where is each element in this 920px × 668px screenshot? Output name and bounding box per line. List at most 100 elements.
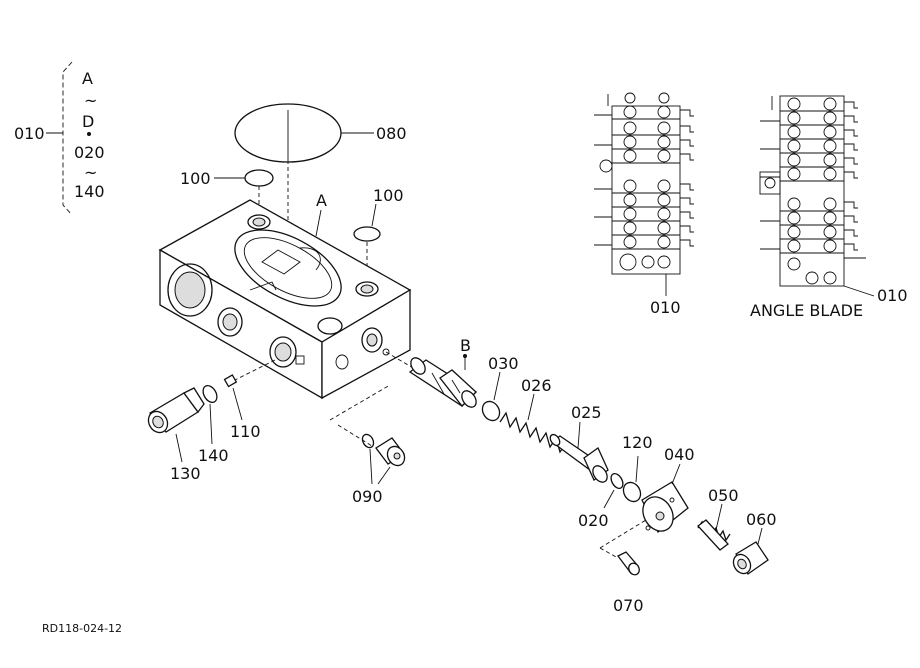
leader-010-right <box>843 285 875 297</box>
label-marker-b: B <box>460 336 471 355</box>
stack-a-port <box>619 253 637 271</box>
oring-140 <box>202 384 218 445</box>
stack-b-fitting <box>844 243 858 251</box>
valve-body <box>158 199 412 400</box>
stack-a-port <box>641 255 655 269</box>
stack-a-port <box>657 179 671 193</box>
stack-a-port <box>623 121 637 135</box>
stack-a-port <box>623 149 637 163</box>
range-dot <box>87 132 91 136</box>
stack-b-port <box>823 111 837 125</box>
stack-a-fitting <box>680 211 694 219</box>
stack-a-port <box>623 235 637 249</box>
stack-a-port <box>657 135 671 149</box>
label-025: 025 <box>571 403 602 422</box>
label-angle-blade: ANGLE BLADE <box>750 301 863 320</box>
stack-a-fitting <box>680 139 694 147</box>
stack-a-port <box>623 179 637 193</box>
plug-130 <box>147 387 205 463</box>
range-bracket <box>46 61 73 216</box>
stack-b-port <box>823 197 837 211</box>
stack-b-port <box>787 97 801 111</box>
label-marker-a: A <box>316 191 327 210</box>
stack-a-port <box>657 221 671 235</box>
stack-a-port <box>657 149 671 163</box>
label-130: 130 <box>170 464 201 483</box>
stack-b-side-port <box>764 177 776 189</box>
stack-b-port <box>823 225 837 239</box>
stack-a-port <box>657 105 671 119</box>
stack-b-side-block <box>759 171 781 195</box>
label-040: 040 <box>664 445 695 464</box>
nut-060 <box>732 527 769 575</box>
drawing-code: RD118-024-12 <box>42 622 122 635</box>
label-range-140: 140 <box>74 182 105 201</box>
screw-050 <box>697 503 731 551</box>
stack-b-fitting <box>844 171 858 179</box>
label-060: 060 <box>746 510 777 529</box>
stack-a-port <box>657 121 671 135</box>
stack-a-fitting <box>680 239 694 247</box>
valve-stack-schematic <box>594 92 694 275</box>
label-090: 090 <box>352 487 383 506</box>
stack-a-port <box>623 135 637 149</box>
stack-a-fitting <box>680 225 694 233</box>
stack-a-fitting <box>680 183 694 191</box>
stack-a-port <box>623 105 637 119</box>
label-050: 050 <box>708 486 739 505</box>
stack-a-port <box>657 255 671 269</box>
label-080: 080 <box>376 124 407 143</box>
stack-a-port <box>624 92 636 104</box>
stack-b-port <box>787 139 801 153</box>
stack-a-fitting <box>680 153 694 161</box>
label-100-right: 100 <box>373 186 404 205</box>
marker-b-dot <box>463 354 467 358</box>
stack-b-port <box>823 139 837 153</box>
label-140: 140 <box>198 446 229 465</box>
spool <box>408 357 478 408</box>
part-110 <box>223 374 243 421</box>
stack-b-fitting <box>844 229 858 237</box>
label-120: 120 <box>622 433 653 452</box>
label-range-a: A <box>82 69 93 88</box>
stack-b-fitting <box>844 143 858 151</box>
stack-a-port <box>623 193 637 207</box>
stack-a-port <box>657 235 671 249</box>
stack-a-port <box>658 92 670 104</box>
stack-b-port <box>787 225 801 239</box>
pin-025 <box>549 421 609 483</box>
label-110: 110 <box>230 422 261 441</box>
label-026: 026 <box>521 376 552 395</box>
stack-a-port <box>623 221 637 235</box>
stack-a-fitting <box>680 197 694 205</box>
plug-090 <box>329 384 406 485</box>
stack-b-port <box>805 271 819 285</box>
stack-b-fitting <box>844 215 858 223</box>
label-030: 030 <box>488 354 519 373</box>
label-tilde-2: ~ <box>84 163 97 182</box>
label-070: 070 <box>613 596 644 615</box>
axis-plug <box>234 359 276 381</box>
stack-b-port <box>823 97 837 111</box>
label-tilde-1: ~ <box>84 91 97 110</box>
oring-020 <box>603 472 624 509</box>
label-range-d: D <box>82 112 94 131</box>
washer-030 <box>481 371 501 422</box>
stack-b-port <box>787 239 801 253</box>
stack-b-port <box>823 211 837 225</box>
cover-040 <box>641 463 689 534</box>
stack-b-fitting <box>844 129 858 137</box>
washer-120 <box>622 455 642 503</box>
label-020: 020 <box>578 511 609 530</box>
stack-b-port <box>823 271 837 285</box>
stack-b-port <box>787 167 801 181</box>
stack-b-port <box>823 167 837 181</box>
marker-a-leader <box>315 209 322 237</box>
stack-b-fitting <box>844 101 858 109</box>
stack-b-fitting <box>844 201 858 209</box>
stack-b-port <box>823 239 837 253</box>
stack-b-port <box>787 211 801 225</box>
label-010-right: 010 <box>877 286 908 305</box>
